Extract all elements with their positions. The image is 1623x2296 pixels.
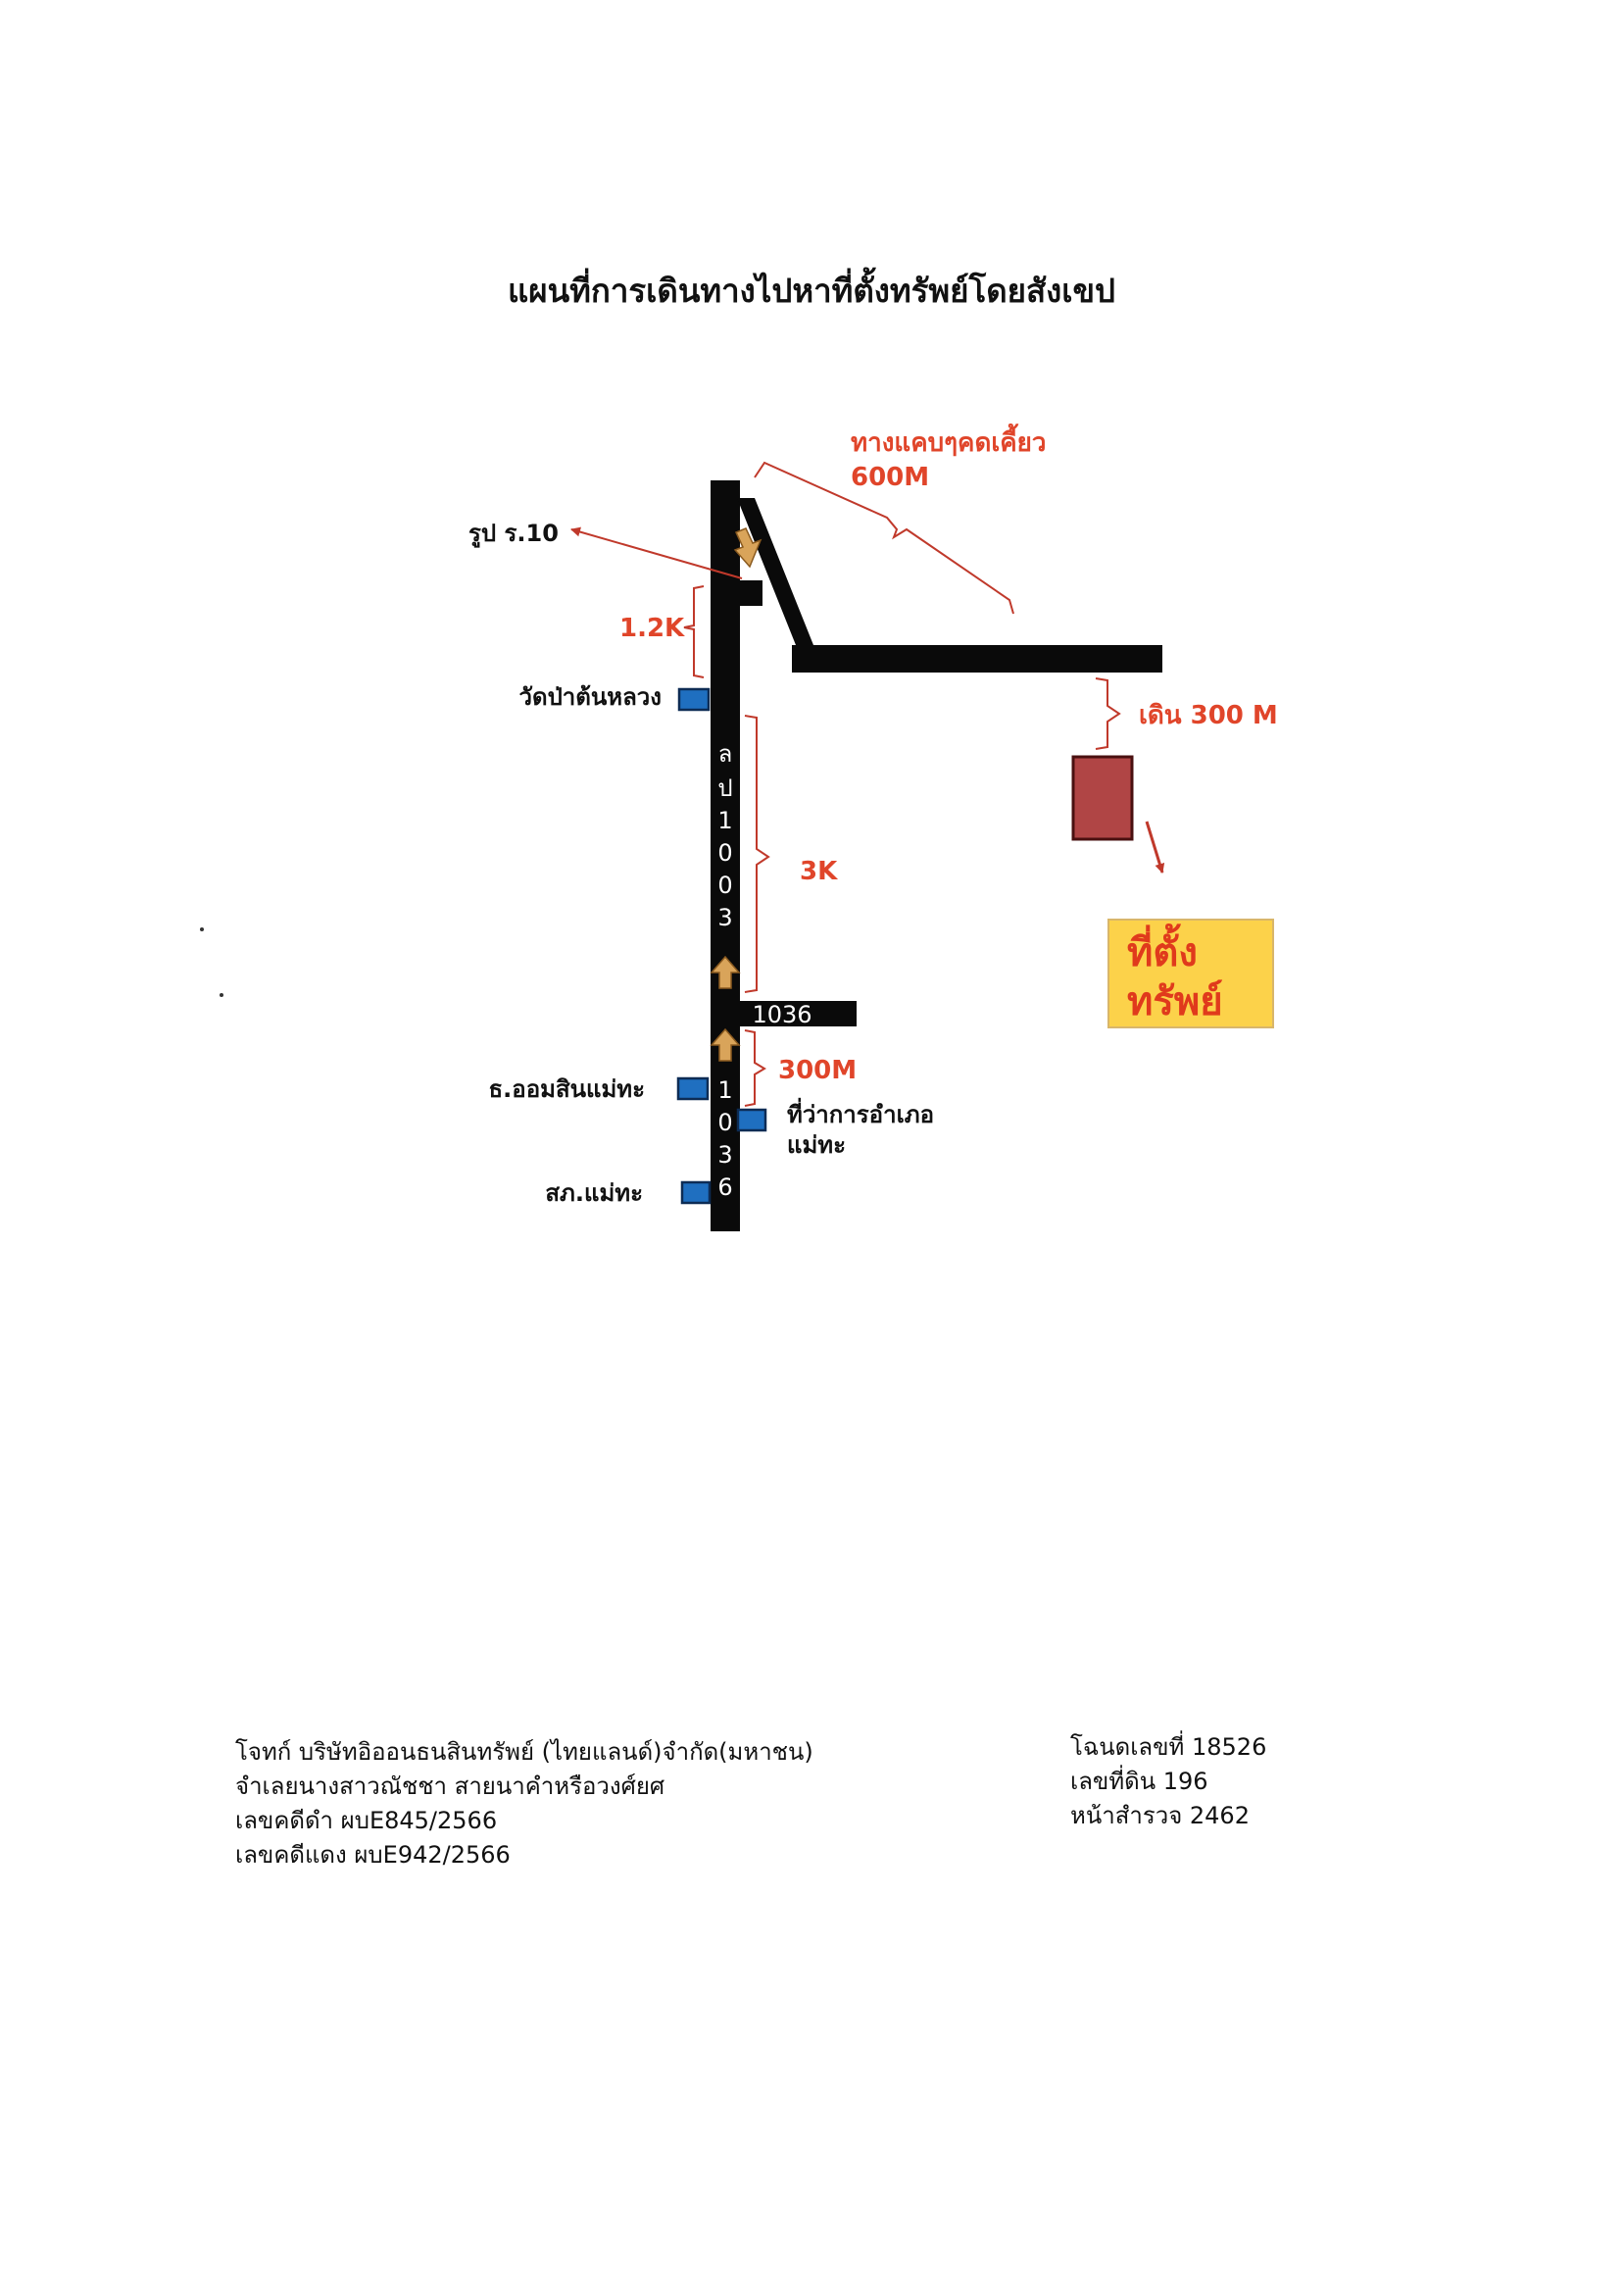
- road-junction-stub: [737, 580, 762, 606]
- gsb-bank-label: ธ.ออมสินแม่ทะ: [489, 1075, 645, 1103]
- brace-walk: [1095, 677, 1121, 750]
- walk-label: เดิน 300 M: [1139, 701, 1278, 730]
- road-east-branch: [792, 645, 1162, 673]
- road-char: 6: [717, 1173, 732, 1201]
- road-char: ป: [717, 774, 732, 802]
- scan-speck: [200, 927, 204, 931]
- road-label-lp1003: ล ป 1 0 0 3: [717, 740, 732, 931]
- district-office-label-line2: แม่ทะ: [787, 1131, 846, 1159]
- brace-1-2k: [683, 585, 705, 678]
- temple-marker: [677, 687, 711, 712]
- police-label: สภ.แม่ทะ: [545, 1179, 643, 1207]
- case-info-line: เลขคดีดำ ผบE845/2566: [235, 1807, 497, 1834]
- site-label-line2: ทรัพย์: [1127, 979, 1223, 1024]
- brace-300m: [744, 1029, 766, 1107]
- property-plot: [1071, 755, 1134, 841]
- case-info-line: เลขคดีแดง ผบE942/2566: [235, 1841, 511, 1869]
- deed-info-line: เลขที่ดิน 196: [1070, 1765, 1208, 1795]
- police-marker: [680, 1180, 712, 1205]
- deed-info-line: โฉนดเลขที่ 18526: [1070, 1730, 1266, 1761]
- road-char: 1: [717, 1076, 732, 1104]
- photo-ref-label: รูป ร.10: [468, 520, 559, 548]
- road-label-1036-vertical: 1 0 3 6: [717, 1076, 732, 1201]
- scan-speck: [220, 993, 223, 997]
- gsb-bank-marker: [676, 1076, 710, 1101]
- road-char: 1: [717, 807, 732, 834]
- distance-1-2k: 1.2K: [619, 614, 685, 643]
- road-char: 0: [717, 1109, 732, 1136]
- photo-ref-arrow: [570, 526, 743, 579]
- down-arrow-icon: [733, 527, 762, 569]
- up-arrow-icon: [710, 1027, 741, 1062]
- road-char: ล: [718, 740, 733, 768]
- district-office-label-line1: ที่ว่าการอำเภอ: [787, 1097, 934, 1128]
- case-info-line: จำเลยนางสาวณัชชา สายนาคำหรือวงศ์ยศ: [235, 1772, 664, 1800]
- road-1036-branch: [737, 1001, 857, 1026]
- map-title: แผนที่การเดินทางไปหาที่ตั้งทรัพย์โดยสังเ…: [508, 267, 1115, 310]
- property-arrow: [1145, 821, 1165, 873]
- road-char: 0: [717, 839, 732, 867]
- brace-3k: [744, 715, 770, 993]
- up-arrow-icon: [710, 955, 741, 989]
- narrow-road-distance: 600M: [851, 463, 929, 492]
- road-char: 3: [717, 904, 732, 931]
- road-char: 0: [717, 872, 732, 899]
- narrow-road-label: ทางแคบๆคดเคี้ยว: [851, 423, 1046, 458]
- title-deed-block: โฉนดเลขที่ 18526 เลขที่ดิน 196 หน้าสำรวจ…: [1070, 1730, 1266, 1829]
- road-1036-label: 1036: [752, 1001, 812, 1028]
- distance-3k: 3K: [800, 857, 838, 886]
- site-label-line1: ที่ตั้ง: [1127, 923, 1198, 975]
- temple-label: วัดป่าต้นหลวง: [519, 683, 663, 711]
- site-box: [1107, 919, 1274, 1028]
- road-main-vertical: [711, 480, 740, 1231]
- road-diagonal: [737, 498, 813, 645]
- district-office-marker: [736, 1108, 767, 1132]
- narrow-road-brace: [754, 461, 1014, 615]
- road-char: 3: [717, 1141, 732, 1169]
- distance-300m: 300M: [778, 1056, 857, 1085]
- case-info-line: โจทก์ บริษัทอิออนธนสินทรัพย์ (ไทยแลนด์)จ…: [235, 1738, 813, 1766]
- case-info-block: โจทก์ บริษัทอิออนธนสินทรัพย์ (ไทยแลนด์)จ…: [235, 1738, 813, 1869]
- deed-info-line: หน้าสำรวจ 2462: [1070, 1802, 1250, 1829]
